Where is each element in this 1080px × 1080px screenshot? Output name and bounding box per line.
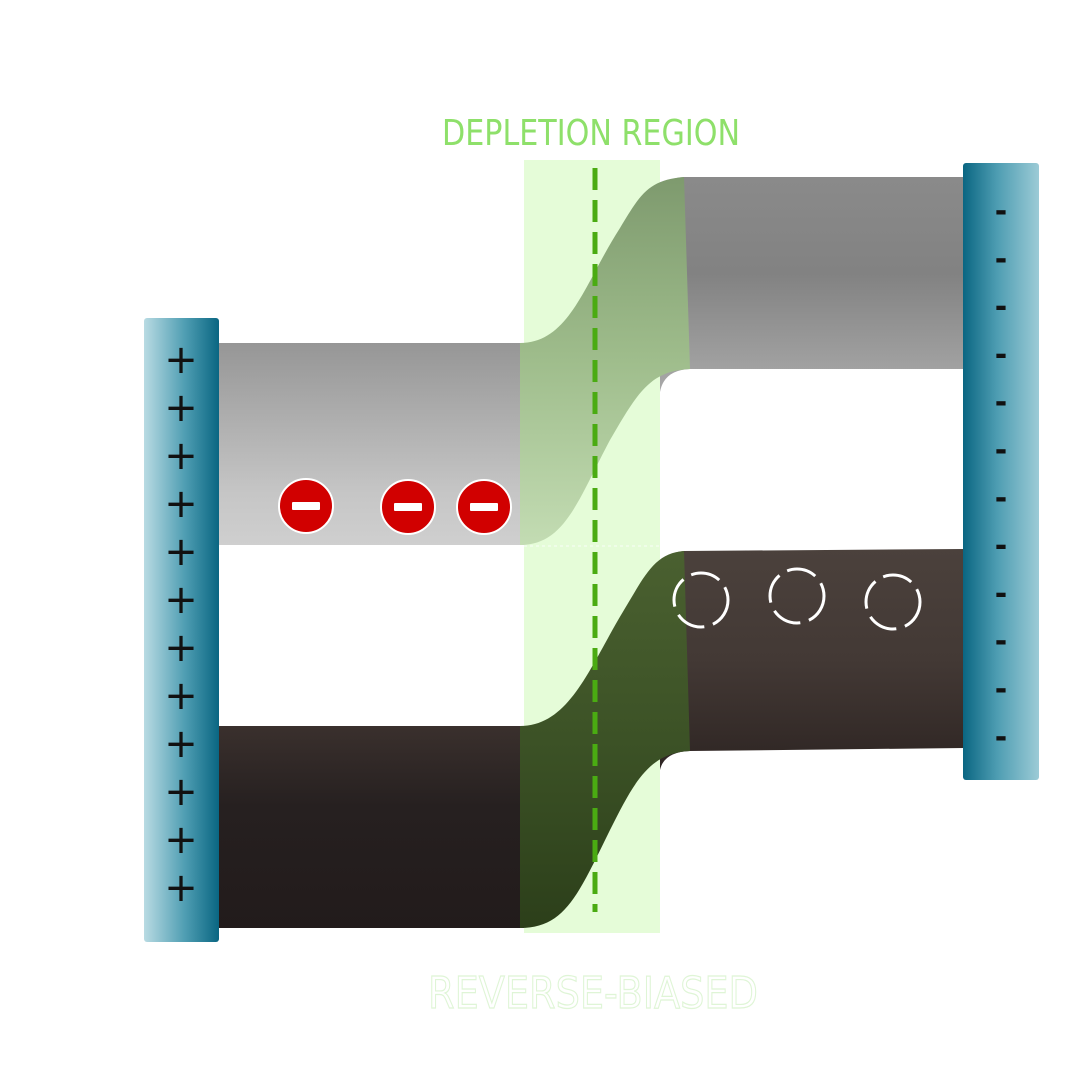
- electron: [456, 479, 512, 535]
- left-plate-signs: ++++++++++++: [164, 337, 198, 911]
- conduction-band: [218, 177, 964, 545]
- minus-sign: -: [995, 481, 1007, 516]
- electron: [380, 479, 436, 535]
- left-plate: ++++++++++++: [144, 318, 219, 942]
- minus-sign: -: [995, 290, 1007, 325]
- minus-sign: -: [995, 720, 1007, 755]
- plus-sign: +: [164, 625, 198, 671]
- plus-sign: +: [164, 337, 198, 383]
- plus-sign: +: [164, 529, 198, 575]
- plus-sign: +: [164, 577, 198, 623]
- valence-band-left: [218, 726, 524, 928]
- plus-sign: +: [164, 481, 198, 527]
- minus-sign: -: [995, 529, 1007, 564]
- plus-sign: +: [164, 673, 198, 719]
- plus-sign: +: [164, 769, 198, 815]
- valence-band-right: [660, 549, 964, 770]
- minus-sign: -: [995, 337, 1007, 372]
- right-plate-signs: - - - - - - - - - - - -: [995, 194, 1007, 755]
- hole: [768, 567, 826, 625]
- minus-sign: -: [995, 194, 1007, 229]
- hole: [672, 571, 730, 629]
- minus-sign: -: [995, 433, 1007, 468]
- minus-sign: -: [995, 242, 1007, 277]
- plus-sign: +: [164, 865, 198, 911]
- plus-sign: +: [164, 721, 198, 767]
- conduction-band-right: [660, 177, 964, 392]
- plus-sign: +: [164, 433, 198, 479]
- minus-sign: -: [995, 385, 1007, 420]
- hole: [864, 573, 922, 631]
- minus-sign: -: [995, 624, 1007, 659]
- title-depletion-region: DEPLETION REGION: [442, 113, 740, 154]
- holes: [672, 567, 922, 631]
- minus-sign: -: [995, 576, 1007, 611]
- conduction-band-transition: [520, 177, 690, 545]
- plus-sign: +: [164, 817, 198, 863]
- footer-reverse-biased: REVERSE-BIASED: [428, 968, 758, 1019]
- plus-sign: +: [164, 385, 198, 431]
- right-plate-body: [963, 163, 1039, 780]
- electron: [278, 478, 334, 534]
- right-plate: - - - - - - - - - - - -: [963, 163, 1039, 780]
- left-plate-body: [144, 318, 219, 942]
- electrons: [278, 478, 512, 535]
- valence-band: [218, 549, 964, 928]
- minus-sign: -: [995, 672, 1007, 707]
- valence-band-transition: [520, 551, 690, 928]
